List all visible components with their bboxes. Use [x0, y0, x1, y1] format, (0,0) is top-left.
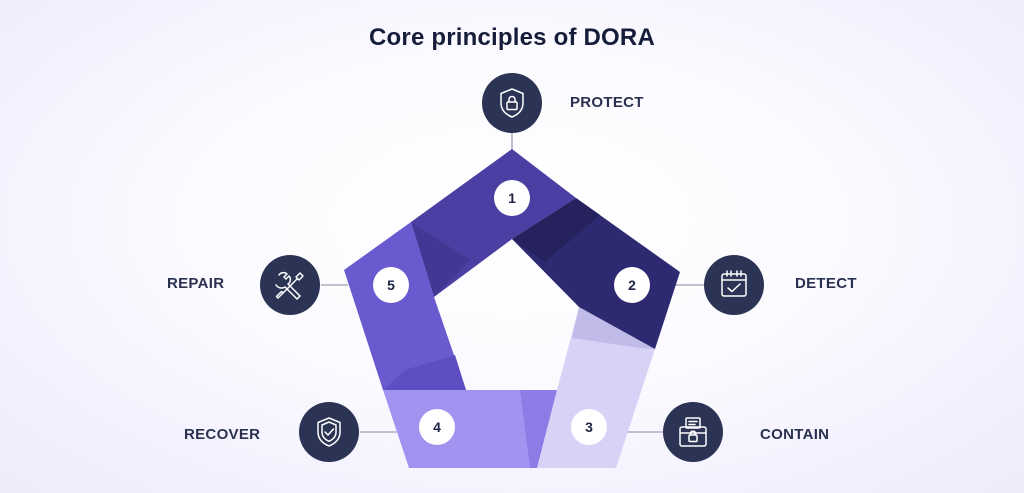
segment-3 [537, 307, 655, 468]
badge-4 [419, 409, 455, 445]
segment-5 [344, 222, 466, 390]
badge-5 [373, 267, 409, 303]
badge-5-number: 5 [387, 277, 395, 293]
badge-1-number: 1 [508, 190, 516, 206]
label-protect: PROTECT [570, 94, 644, 111]
segment-3-shade [572, 307, 655, 349]
badge-1 [494, 180, 530, 216]
badge-3 [571, 409, 607, 445]
badge-3-number: 3 [585, 419, 593, 435]
segment-5-shade [383, 355, 466, 390]
segment-4 [383, 390, 557, 468]
label-recover: RECOVER [184, 426, 261, 443]
segment-1-shade [411, 222, 470, 297]
diagram-title: Core principles of DORA [369, 24, 655, 51]
shield-lock-icon [482, 73, 542, 133]
segment-2-shade [512, 198, 600, 262]
tools-icon [260, 255, 320, 315]
calendar-check-icon [704, 255, 764, 315]
lockbox-icon [663, 402, 723, 462]
pentagon-ring [344, 149, 680, 468]
badge-2-number: 2 [628, 277, 636, 293]
connector-lines [321, 133, 706, 433]
segment-4-shade [520, 390, 557, 468]
label-repair: REPAIR [167, 275, 225, 292]
badge-4-number: 4 [433, 419, 441, 435]
label-detect: DETECT [795, 275, 857, 292]
shield-check-icon [299, 402, 359, 462]
number-badges: 1 2 3 4 5 [373, 180, 650, 445]
badge-2 [614, 267, 650, 303]
icon-circles [260, 73, 764, 462]
label-contain: CONTAIN [760, 426, 830, 443]
